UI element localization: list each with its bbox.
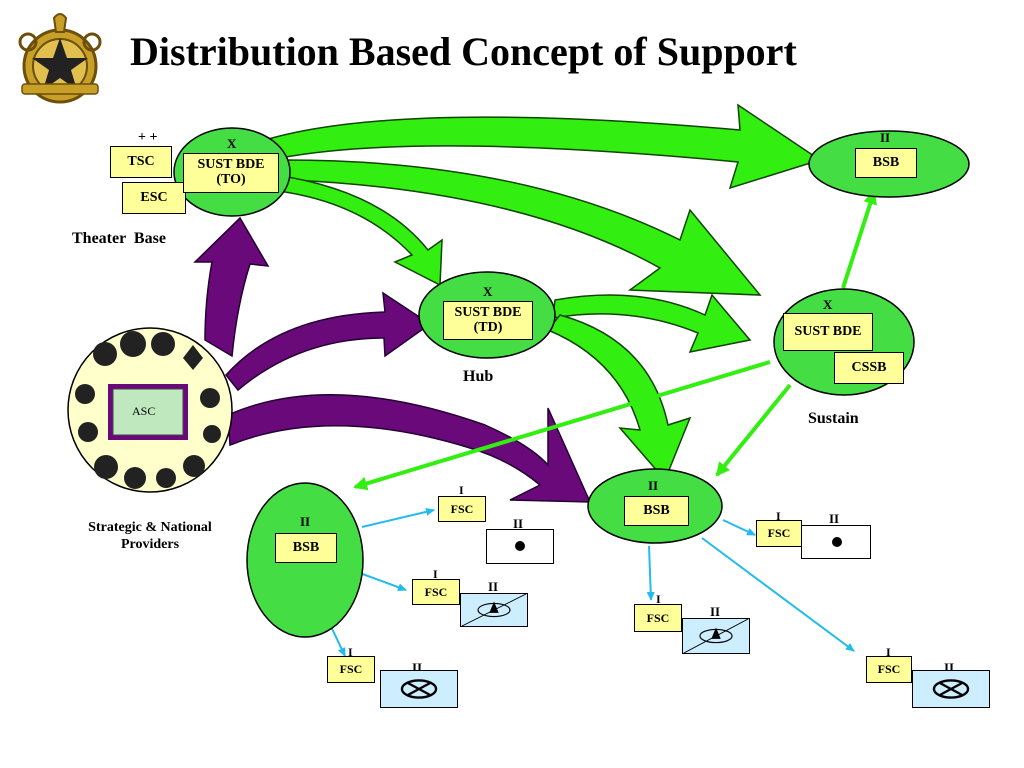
cyan-arrow-bsb-left-to-fsc-1: [361, 507, 435, 528]
sustain-echelon: X: [823, 297, 833, 312]
unit3-echelon: II: [412, 660, 423, 675]
unit1-fsc-echelon: I: [459, 483, 464, 497]
bsb-top-echelon: II: [880, 130, 891, 145]
cyan-arrow-bsb-center-to-fsc-5: [646, 545, 655, 601]
armor-icon: [400, 679, 438, 699]
unit1-echelon: II: [513, 516, 524, 531]
sust-bde-td-box: SUST BDE (TD): [443, 301, 533, 340]
asc-caption: Strategic & National Providers: [88, 520, 212, 552]
green-arrow-theater-to-bsb-top: [263, 103, 822, 190]
branch-insignia-logo: [18, 13, 102, 104]
green-arrow-hub-to-bsb-center: [546, 314, 692, 482]
cssb-box: CSSB: [834, 352, 904, 384]
bsb-left-echelon: II: [300, 514, 311, 529]
cyan-arrow-bsb-center-to-fsc-6: [701, 537, 855, 652]
unit3-fsc-box: FSC: [327, 656, 375, 683]
unit2-fsc-echelon: I: [433, 567, 438, 581]
green-line-sustain-to-bsb-center: [715, 383, 792, 477]
purple-arrow-asc-to-theater: [193, 216, 270, 358]
theater-tsc-echelon: + +: [138, 130, 158, 145]
bsb-top-box: BSB: [855, 148, 917, 178]
green-arrow-hub-to-sustain: [552, 293, 752, 354]
unit6-symbol: [912, 670, 990, 708]
unit1-symbol: [486, 529, 554, 564]
unit1-fsc-box: FSC: [438, 496, 486, 522]
unit3-fsc-echelon: I: [348, 645, 353, 659]
bsb-center-box: BSB: [624, 496, 689, 526]
unit5-symbol: [682, 618, 750, 654]
sust-bde-to-box: SUST BDE (TO): [183, 153, 279, 193]
unit5-fsc-box: FSC: [634, 604, 682, 632]
unit2-echelon: II: [488, 579, 499, 594]
theater-bde-echelon: X: [227, 136, 237, 151]
unit4-symbol: [801, 525, 871, 559]
unit6-echelon: II: [944, 660, 955, 675]
unit6-fsc-echelon: I: [886, 645, 891, 659]
infantry-dot-icon: [515, 541, 525, 551]
asc-inner-box: [112, 388, 184, 436]
cyan-arrow-bsb-center-to-fsc-4: [722, 519, 756, 536]
unit4-fsc-echelon: I: [776, 509, 781, 523]
asc-label: ASC: [132, 404, 156, 418]
unit4-fsc-box: FSC: [756, 520, 802, 547]
theater-base-label: Theater Base: [72, 230, 166, 247]
cyan-arrow-bsb-left-to-fsc-2: [356, 571, 407, 591]
sust-bde-box: SUST BDE: [783, 313, 873, 351]
bsb-center-echelon: II: [648, 478, 659, 493]
bsb-left-box: BSB: [275, 533, 337, 563]
unit2-fsc-box: FSC: [412, 579, 460, 605]
unit6-fsc-box: FSC: [866, 656, 912, 683]
hub-label: Hub: [463, 368, 494, 385]
armor-icon: [932, 679, 970, 699]
esc-box: ESC: [122, 182, 186, 214]
unit5-fsc-echelon: I: [656, 592, 661, 606]
tsc-box: TSC: [110, 146, 172, 178]
unit-insignia-icons: [75, 331, 221, 489]
unit3-symbol: [380, 670, 458, 708]
unit4-echelon: II: [829, 511, 840, 526]
infantry-dot-icon: [832, 537, 842, 547]
purple-arrow-asc-to-hub: [225, 291, 432, 392]
purple-arrow-asc-to-bsb: [227, 394, 592, 503]
page-title: Distribution Based Concept of Support: [130, 29, 797, 74]
sustain-label: Sustain: [808, 410, 859, 427]
green-line-sustain-to-bsb-left: [353, 360, 771, 491]
green-line-sustain-to-bsb-top: [841, 190, 877, 289]
hub-echelon: X: [483, 284, 493, 299]
unit5-echelon: II: [710, 604, 721, 619]
unit2-symbol: [460, 593, 528, 627]
green-arrow-theater-to-sustain: [284, 159, 762, 296]
